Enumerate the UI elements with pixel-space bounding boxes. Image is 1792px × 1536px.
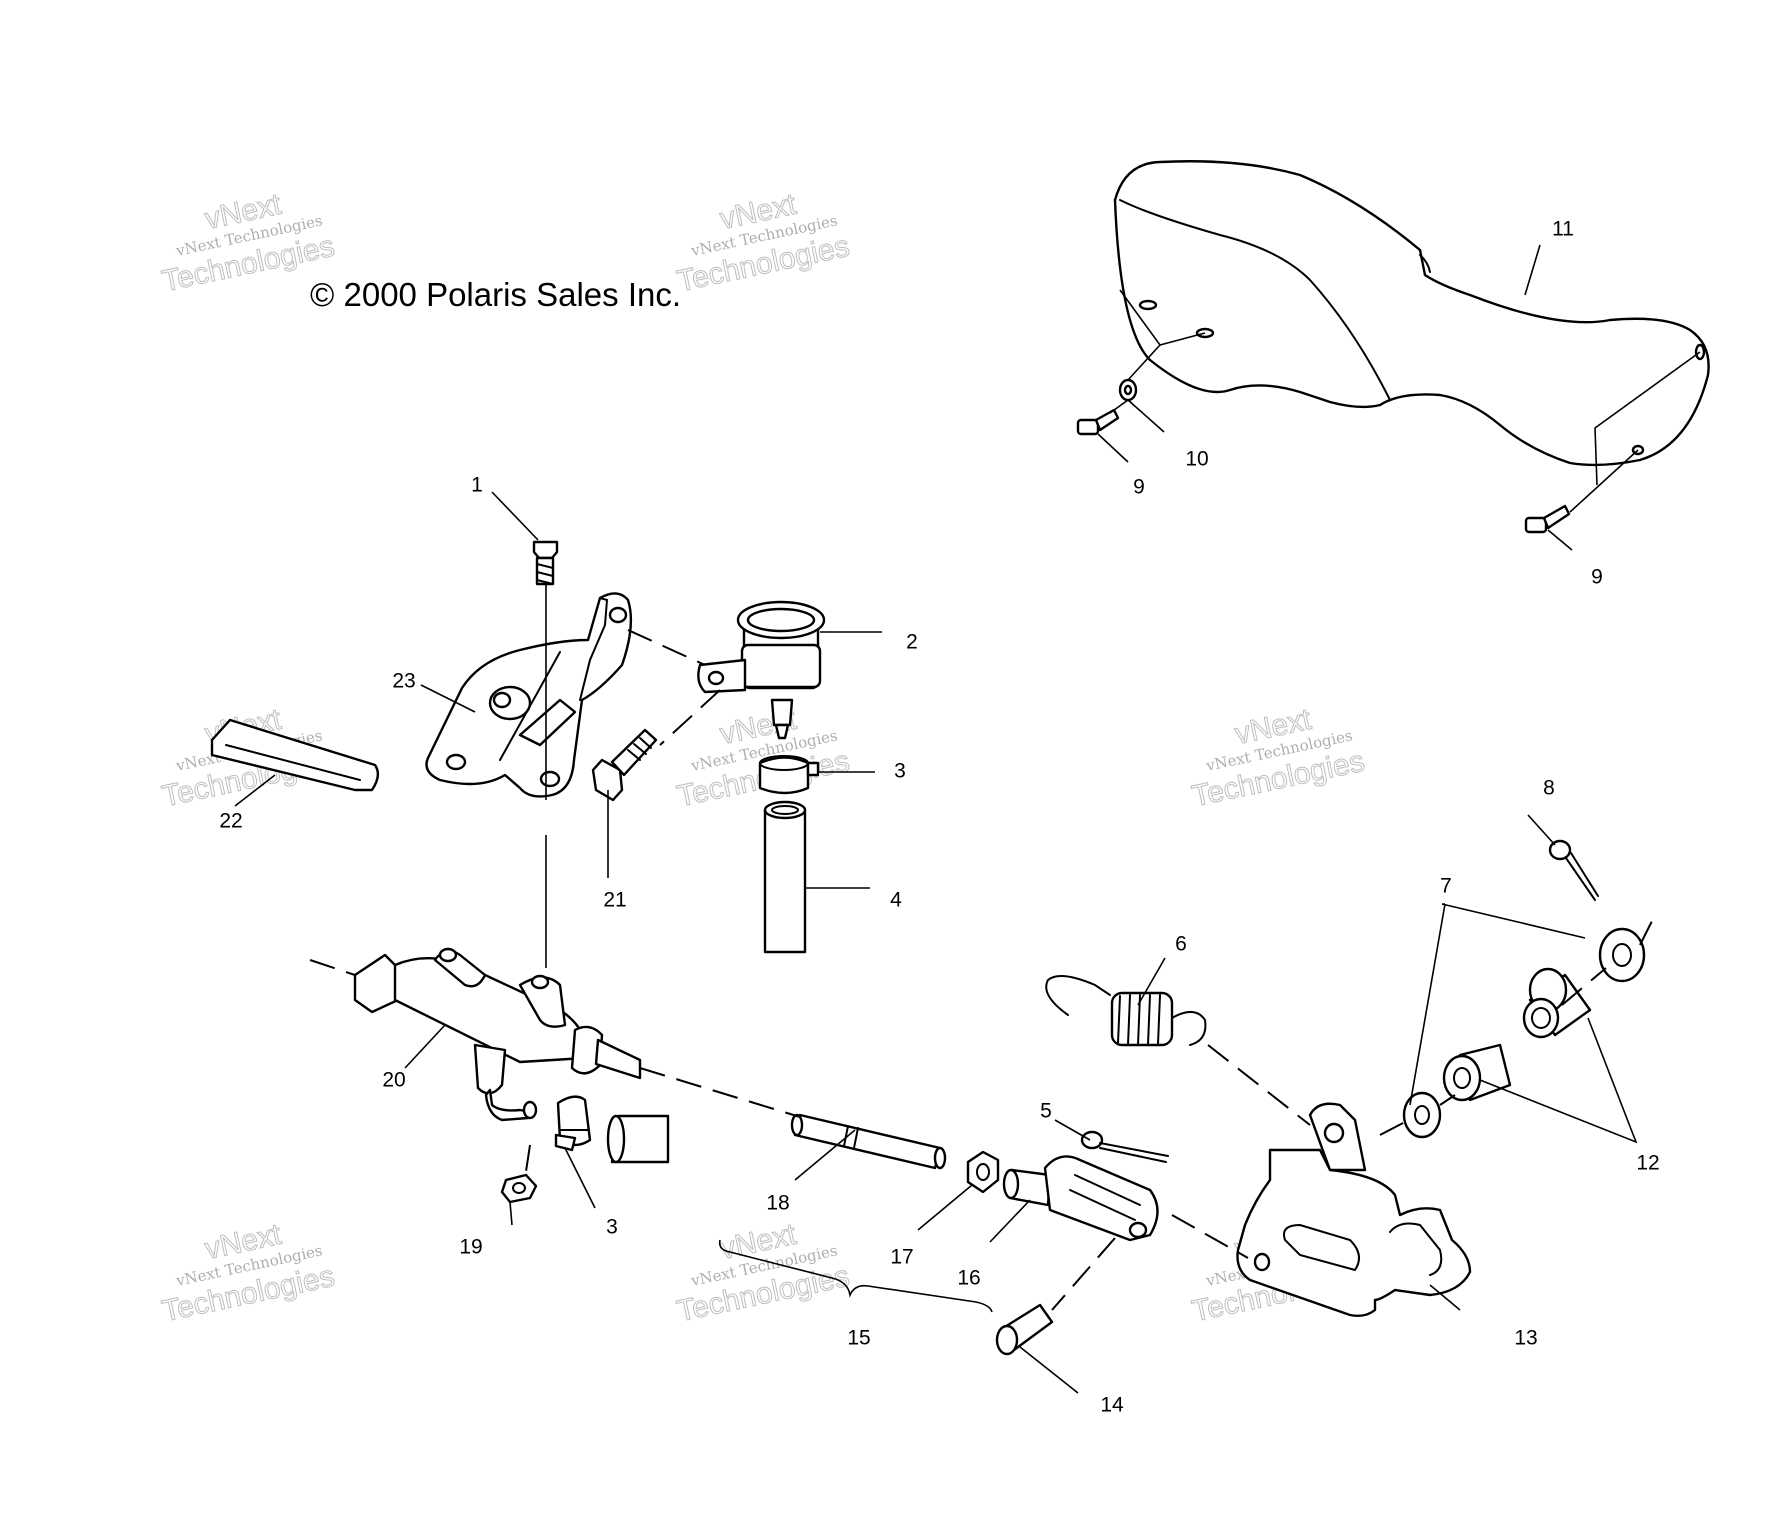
part-21-bolt bbox=[591, 728, 658, 802]
part-12-bushing-lower bbox=[1442, 1043, 1512, 1102]
part-13-pedal bbox=[1236, 1102, 1472, 1318]
callout-9-right: 9 bbox=[1591, 566, 1603, 589]
callout-1: 1 bbox=[471, 474, 483, 497]
callout-3-lower: 3 bbox=[606, 1216, 618, 1239]
part-7-washer-upper bbox=[1598, 927, 1646, 983]
callout-20: 20 bbox=[382, 1069, 405, 1092]
callout-14: 14 bbox=[1100, 1394, 1124, 1417]
part-10-washer bbox=[1118, 378, 1138, 402]
callout-13: 13 bbox=[1514, 1327, 1537, 1350]
part-4-hose bbox=[763, 800, 807, 954]
callout-15: 15 bbox=[847, 1327, 870, 1350]
callout-6: 6 bbox=[1175, 933, 1187, 956]
part-11-cover bbox=[1113, 160, 1710, 467]
callout-12: 12 bbox=[1636, 1152, 1659, 1175]
callout-4: 4 bbox=[890, 889, 902, 912]
part-22-sleeve bbox=[210, 718, 380, 792]
watermark: vNext vNext Technologies Technologies bbox=[159, 1217, 338, 1329]
callout-18: 18 bbox=[766, 1192, 789, 1215]
part-9-bolt-right bbox=[1524, 504, 1571, 534]
part-6-spring bbox=[1045, 975, 1207, 1047]
part-16-clevis bbox=[1002, 1155, 1159, 1242]
callout-2: 2 bbox=[906, 631, 918, 654]
cover-mount-lines bbox=[1109, 289, 1701, 513]
callout-23: 23 bbox=[392, 670, 415, 693]
callout-16: 16 bbox=[957, 1267, 980, 1290]
part-1-bolt bbox=[532, 540, 559, 586]
callout-17: 17 bbox=[890, 1246, 913, 1269]
callout-21: 21 bbox=[603, 889, 626, 912]
callout-5: 5 bbox=[1040, 1100, 1052, 1123]
watermark: vNext vNext Technologies Technologies bbox=[1189, 702, 1368, 814]
part-20-master-cylinder bbox=[353, 947, 642, 1122]
copyright-text: © 2000 Polaris Sales Inc. bbox=[310, 276, 681, 313]
callout-7: 7 bbox=[1440, 875, 1452, 898]
watermark: vNext vNext Technologies Technologies bbox=[159, 187, 338, 299]
callout-11: 11 bbox=[1552, 218, 1574, 241]
callouts: 1 2 3 4 5 6 7 8 9 9 10 11 12 13 14 15 16… bbox=[219, 218, 1659, 1417]
part-8-cotter-pin bbox=[1548, 839, 1599, 901]
part-5-cotter-pin bbox=[1080, 1130, 1169, 1163]
part-9-bolt-left bbox=[1076, 408, 1120, 436]
callout-10: 10 bbox=[1185, 448, 1208, 471]
callout-9-left: 9 bbox=[1133, 476, 1145, 499]
watermark: vNext vNext Technologies Technologies bbox=[674, 1217, 853, 1329]
part-3-clamp-upper bbox=[758, 755, 820, 795]
part-17-nut bbox=[966, 1150, 1000, 1194]
part-14-pin bbox=[995, 1303, 1054, 1356]
callout-22: 22 bbox=[219, 810, 242, 833]
part-19-nut bbox=[500, 1173, 538, 1204]
callout-8: 8 bbox=[1543, 777, 1555, 800]
part-3-clamp-lower bbox=[554, 1095, 592, 1152]
watermark: vNext vNext Technologies Technologies bbox=[674, 702, 853, 814]
part-12-bushing-upper bbox=[1522, 967, 1592, 1039]
callout-19: 19 bbox=[459, 1236, 482, 1259]
part-2-reservoir bbox=[697, 600, 826, 740]
part-7-washer-lower bbox=[1402, 1091, 1442, 1139]
assembly-lines bbox=[309, 585, 1656, 1311]
callout-3: 3 bbox=[894, 760, 906, 783]
watermark: vNext vNext Technologies Technologies bbox=[674, 187, 853, 299]
hose-lower bbox=[606, 1114, 670, 1164]
part-18-pin bbox=[790, 1113, 947, 1170]
leader-lines bbox=[234, 244, 1638, 1394]
